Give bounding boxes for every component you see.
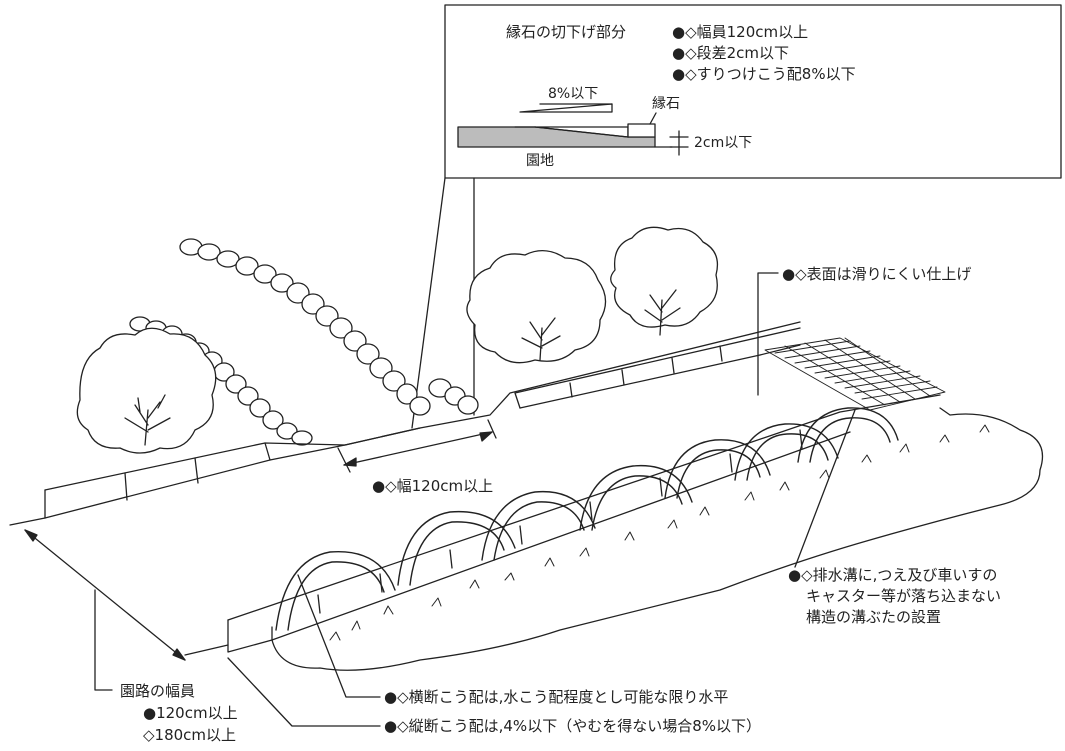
inset-item-width: ●◇幅員120cm以上 xyxy=(672,23,809,41)
path-width-item-1: ●120cm以上 xyxy=(143,704,238,722)
curb-upper xyxy=(44,321,801,519)
hoops xyxy=(275,407,899,631)
surface-leader xyxy=(757,272,779,396)
tree-middle xyxy=(466,250,607,364)
inset-frame xyxy=(444,4,1062,179)
path-width-item-2: ◇180cm以上 xyxy=(143,726,237,744)
inset-cross-section xyxy=(457,103,689,156)
tree-right xyxy=(610,226,719,336)
planting-bed xyxy=(271,407,1044,671)
path-width-title: 園路の幅員 xyxy=(120,682,196,700)
ramp-width-dimension xyxy=(337,419,497,473)
inset-curb-label: 縁石 xyxy=(652,96,680,112)
cross-slope-leader xyxy=(297,574,381,698)
drain-grating xyxy=(764,337,946,411)
drain-label-line-2: キャスター等が落ち込まない xyxy=(806,587,1002,605)
inset-slope-label: 8%以下 xyxy=(548,86,599,102)
inset-ground-label: 園地 xyxy=(526,153,554,169)
long-slope-label: ●◇縦断こう配は,4%以下（やむを得ない場合8%以下） xyxy=(384,717,761,735)
inset-step-label: 2cm以下 xyxy=(694,135,753,151)
drain-leader xyxy=(794,409,856,568)
tree-left xyxy=(76,327,217,454)
grass xyxy=(329,424,990,641)
drain-label-line-1: ●◇排水溝に,つえ及び車いすの xyxy=(788,566,998,584)
ramp-width-label: ●◇幅120cm以上 xyxy=(372,477,494,495)
drain-label-line-3: 構造の溝ぶたの設置 xyxy=(806,608,942,626)
inset-leader xyxy=(411,177,446,429)
surface-label: ●◇表面は滑りにくい仕上げ xyxy=(782,265,972,283)
path-edge-left xyxy=(9,517,46,526)
long-slope-leader xyxy=(227,657,381,727)
stone-chain-upper xyxy=(179,238,479,416)
inset-item-slope: ●◇すりつけこう配8%以下 xyxy=(672,65,856,83)
path-width-dimension xyxy=(24,529,186,691)
inset-title: 縁石の切下げ部分 xyxy=(506,23,627,41)
inset-item-step: ●◇段差2cm以下 xyxy=(672,44,790,62)
cross-slope-label: ●◇横断こう配は,水こう配程度とし可能な限り水平 xyxy=(384,688,729,706)
